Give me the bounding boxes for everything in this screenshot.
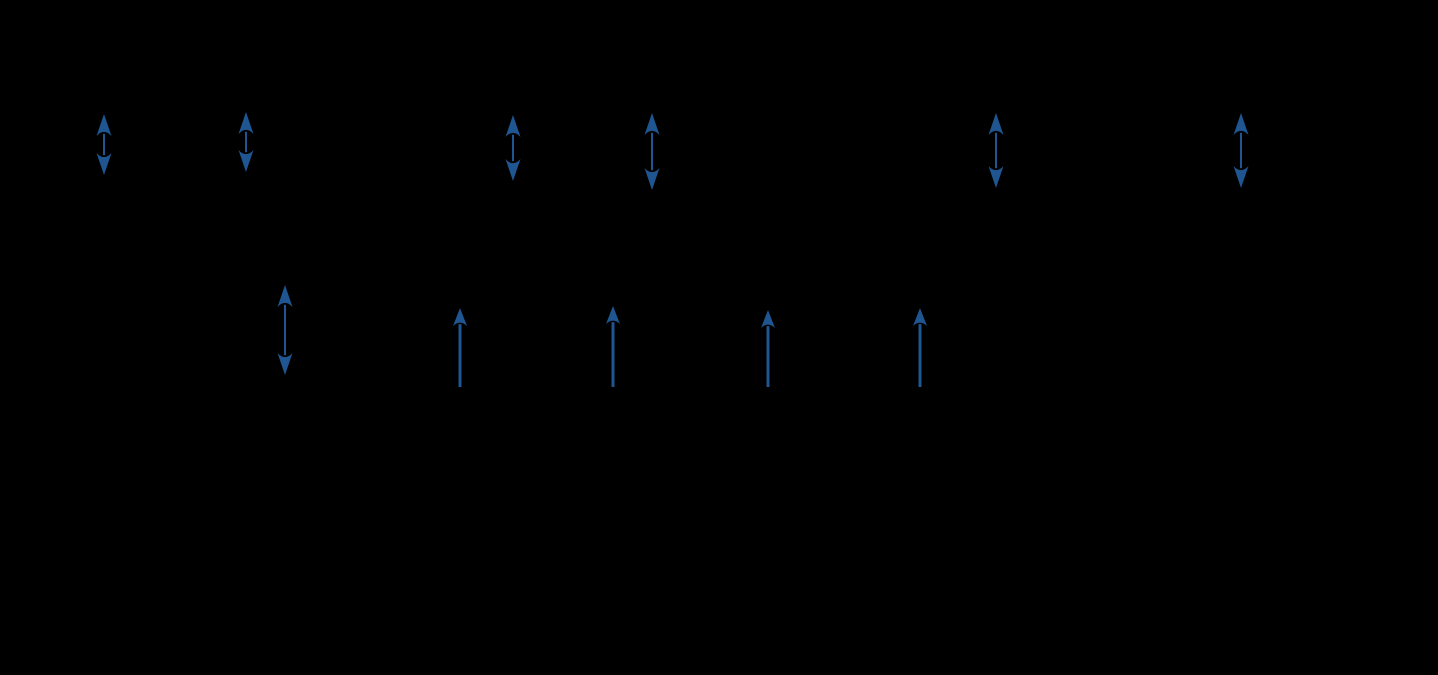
double-headed-arrow-icon: [277, 285, 293, 375]
arrow-head-up: [238, 112, 254, 134]
arrow-head-up: [1233, 113, 1249, 135]
double-headed-arrow-icon: [988, 113, 1004, 188]
double-headed-arrow-icon: [505, 115, 521, 181]
arrow-head-up: [606, 306, 620, 324]
up-arrow-icon: [761, 310, 775, 387]
double-headed-arrow-icon: [644, 113, 660, 190]
double-headed-arrow-icon: [238, 112, 254, 172]
arrow-head-up: [453, 308, 467, 326]
arrow-head-down: [96, 153, 112, 175]
up-arrow-icon: [453, 308, 467, 387]
arrow-head-down: [1233, 166, 1249, 188]
arrow-head-up: [96, 114, 112, 136]
double-headed-arrow-icon: [1233, 113, 1249, 188]
arrow-head-up: [761, 310, 775, 328]
arrow-head-down: [505, 159, 521, 181]
up-arrow-icon: [913, 308, 927, 387]
arrow-head-down: [238, 150, 254, 172]
arrow-head-down: [988, 166, 1004, 188]
arrow-head-up: [505, 115, 521, 137]
up-arrow-icon: [606, 306, 620, 387]
arrow-head-up: [644, 113, 660, 135]
arrow-head-up: [913, 308, 927, 326]
double-headed-arrow-icon: [96, 114, 112, 175]
arrow-head-up: [277, 285, 293, 307]
arrow-head-down: [644, 168, 660, 190]
arrow-head-up: [988, 113, 1004, 135]
arrow-head-down: [277, 353, 293, 375]
